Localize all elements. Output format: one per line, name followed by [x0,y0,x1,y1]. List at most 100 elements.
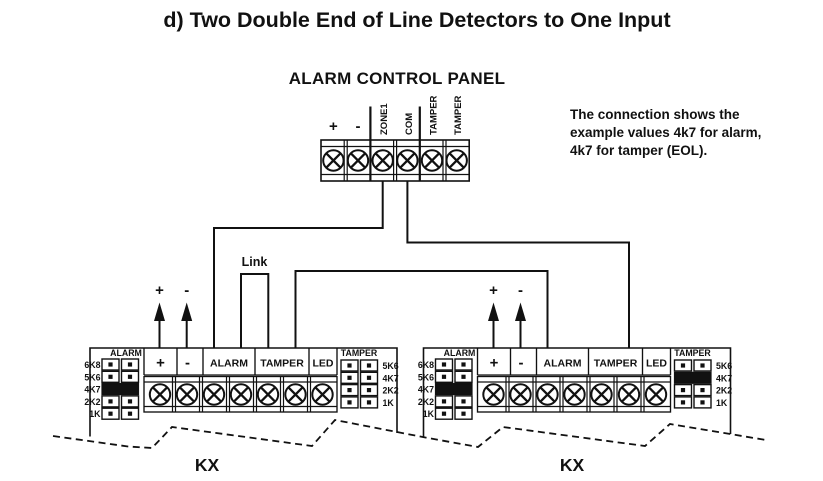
screw-terminal [644,383,668,406]
terminal-header-cells [476,348,672,376]
tamper-jumper-header: TAMPER [674,348,711,358]
terminal-header-tamper: TAMPER [260,358,304,370]
jumper-row-label: 2K2 [716,386,732,396]
note-line-2: example values 4k7 for alarm, [570,125,761,140]
terminal-header-minus: - [519,355,524,372]
note-text: The connection shows the example values … [570,107,761,158]
panel-screw-terminal [322,149,345,172]
panel-screw-terminal [371,149,395,172]
jumper-row-label: 5K6 [383,361,399,371]
panel-label-tamper2: TAMPER [453,95,464,135]
terminal-header-alarm: ALARM [544,358,582,370]
terminal-header-led: LED [646,358,667,370]
note-line-1: The connection shows the [570,107,740,122]
detector-interconnect-wire [294,270,549,348]
panel-title: ALARM CONTROL PANEL [289,69,506,88]
panel-label-plus: + [329,118,338,135]
jumper-row-label: 4K7 [84,385,100,395]
screw-terminal [590,383,613,406]
jumper-row-label: 6K8 [84,360,100,370]
screw-terminal [617,383,641,406]
strip-dividers [505,376,645,412]
up-arrow-icon [181,302,193,321]
jumper-row-label: 1K [383,398,395,408]
screw-strip [143,375,338,413]
screw-terminal [229,383,253,406]
page-title: d) Two Double End of Line Detectors to O… [163,8,670,32]
jumper-row-label: 6K8 [418,360,434,370]
control-panel-block: + - ZONE1 COM TAMPER TAMPER [320,95,470,182]
link-wire [240,273,270,348]
case-tear-line [52,419,767,449]
jumper-row-label: 1K [89,409,101,419]
power-minus-label: - [518,282,523,299]
power-minus-label: - [184,282,189,299]
jumper-row-label: 5K6 [84,372,100,382]
terminal-header-alarm: ALARM [210,358,248,370]
link-label: Link [242,255,268,269]
power-arrow-stems [158,320,188,348]
terminal-header-plus: + [156,355,165,372]
zone1-wire [213,181,384,348]
detector-outline [89,347,398,437]
panel-label-com: COM [404,113,415,135]
panel-label-minus: - [356,118,361,135]
panel-label-tamper1: TAMPER [429,95,440,135]
jumper-row-label: 1K [716,398,728,408]
terminal-header-tamper: TAMPER [594,358,638,370]
power-arrow-stems [492,320,522,348]
screw-terminal [175,383,199,406]
screw-terminal [563,383,586,406]
panel-screw-terminal [445,149,469,172]
detector-left: ALARM 6K8 5K6 4K7 2K2 1K + - ALARM TAMPE… [84,347,399,437]
jumper-row-label: 5K6 [418,372,434,382]
screw-terminal [148,383,172,406]
panel-strip-rails [321,145,470,176]
screw-terminal [509,383,532,406]
terminal-header-plus: + [490,355,499,372]
power-plus-label: + [155,282,164,299]
alarm-jumper-header: ALARM [110,348,142,358]
jumper-row-label: 2K2 [383,386,399,396]
jumper-row-label: 4K7 [716,373,732,383]
strip-dividers [171,376,312,412]
panel-screw-terminal [420,149,444,172]
zone-com-separator-lines [369,106,421,181]
power-arrows-left: + - [154,282,193,348]
panel-terminal-strip [320,139,470,182]
screw-terminal [536,383,559,406]
note-line-3: 4k7 for tamper (EOL). [570,143,707,158]
jumper-installed-4k7 [673,371,712,384]
screw-terminal [284,383,307,406]
tamper-jumper-header: TAMPER [341,348,378,358]
panel-screw-terminal [396,149,419,172]
jumper-row-label: 1K [423,409,435,419]
screw-terminal [311,383,334,406]
detector-model-label-left: KX [195,455,220,475]
panel-screw-terminal [346,149,370,172]
strip-rails [144,381,337,408]
up-arrow-icon [515,302,526,321]
detector-right: ALARM 6K8 5K6 4K7 2K2 1K + - ALARM TAMPE… [418,347,732,437]
jumper-row-label: 2K2 [418,397,434,407]
jumper-installed-4k7 [101,382,140,396]
up-arrow-icon [488,302,499,321]
panel-label-zone1: ZONE1 [379,103,390,135]
detector-outline [422,347,732,437]
jumper-row-label: 4K7 [418,385,434,395]
jumper-installed-4k7 [434,382,473,396]
strip-rails [477,381,671,408]
terminal-header-minus: - [185,355,190,372]
power-arrows-right: + - [488,282,526,348]
screw-strip [476,375,672,413]
terminal-header-cells [143,348,338,376]
com-wire [406,181,630,348]
terminal-header-led: LED [313,358,334,370]
power-plus-label: + [489,282,498,299]
screw-terminal [256,383,280,406]
jumper-row-label: 4K7 [383,373,399,383]
screw-terminal [482,383,505,406]
jumper-row-label: 5K6 [716,361,732,371]
